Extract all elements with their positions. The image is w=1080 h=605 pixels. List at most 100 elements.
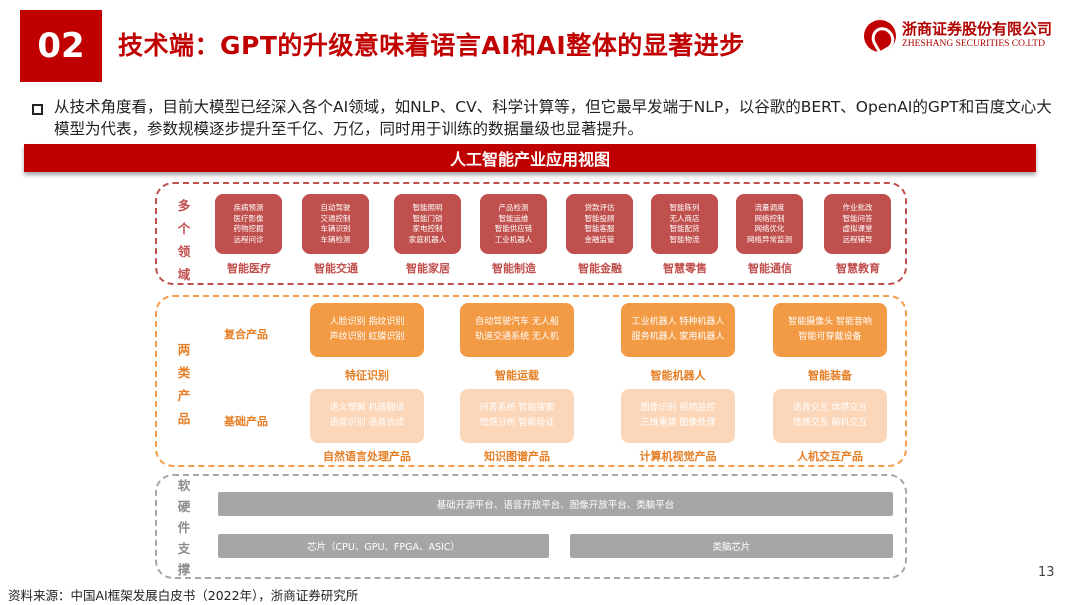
domain-box-line: 网络控制	[754, 213, 785, 223]
composite-product-box: 自动驾驶汽车 无人船轨道交通系统 无人机	[460, 303, 574, 357]
domain-box-line: 车辆识别	[320, 224, 351, 233]
product-box-line: 服务机器人 家用机器人	[631, 332, 725, 342]
domains-section	[155, 182, 907, 285]
domain-box-line: 智能供应链	[494, 224, 533, 233]
basic-products-label: 基础产品	[224, 415, 268, 428]
basic-product-box: 问答系统 智能搜索情感分析 智能验证	[460, 389, 574, 443]
zheshang-logo-icon	[864, 20, 896, 52]
logo-text-cn: 浙商证券股份有限公司	[902, 20, 1053, 38]
composite-products-label: 复合产品	[224, 328, 268, 341]
domain-box: 自动驾驶交通控制车辆识别车辆检测	[302, 194, 369, 254]
product-box-line: 语音识别 语音合成	[329, 418, 405, 428]
domain-label: 智能交通	[314, 262, 358, 275]
domain-box: 产品检测智能运维智能供应链工业机器人	[480, 194, 547, 254]
domain-box: 疾病预测医疗影像药物挖掘远程问诊	[215, 194, 282, 254]
product-box-line: 轨道交通系统 无人机	[475, 332, 559, 342]
company-logo: 浙商证券股份有限公司 ZHESHANG SECURITIES CO.LTD	[862, 16, 1062, 56]
domains-vertical-label: 多个领域	[177, 198, 191, 282]
domain-box-line: 工业机器人	[494, 234, 533, 244]
domain-box-line: 网络异常监测	[747, 234, 792, 244]
slide-number-badge: 02	[20, 10, 102, 82]
domain-box-line: 药物挖掘	[233, 224, 264, 233]
product-box-line: 语音交互 体感交互	[792, 403, 868, 413]
domain-box-line: 车辆检测	[320, 234, 351, 244]
page-number: 13	[1038, 565, 1055, 580]
basic-product-label: 知识图谱产品	[484, 450, 550, 463]
domain-box-line: 医疗影像	[233, 213, 264, 223]
product-box-line: 情感分析 智能验证	[479, 418, 555, 428]
infra-vertical-label: 软硬件支撑	[177, 478, 191, 577]
product-box-line: 图像识别 视频监控	[640, 403, 716, 413]
composite-product-box: 智能摄像头 智能音响智能可穿戴设备	[773, 303, 887, 357]
domain-label: 智能通信	[748, 262, 792, 275]
basic-product-box: 语音交互 体感交互情感交互 脑机交互	[773, 389, 887, 443]
basic-product-label: 自然语言处理产品	[323, 450, 411, 463]
product-box-line: 声纹识别 虹膜识别	[329, 332, 405, 342]
domain-box-line: 智能客服	[584, 224, 615, 233]
domain-box-line: 智能照明	[412, 203, 443, 212]
domain-box-line: 作业批改	[842, 203, 873, 212]
domain-box-line: 网络优化	[754, 224, 785, 233]
domain-box: 智能陈列无人商店智能配货智能物流	[651, 194, 718, 254]
product-box-line: 问答系统 智能搜索	[479, 403, 555, 413]
domain-label: 智能制造	[492, 262, 536, 275]
product-box-line: 语义理解 机器翻译	[329, 403, 405, 413]
domain-box-line: 金融监管	[584, 234, 615, 244]
domain-box-line: 智能投顾	[584, 213, 615, 223]
domain-box: 流量调度网络控制网络优化网络异常监测	[736, 194, 803, 254]
basic-product-box: 图像识别 视频监控三维重建 图像处理	[621, 389, 735, 443]
domain-box-line: 自动驾驶	[320, 203, 351, 212]
infra-section	[155, 474, 907, 579]
domain-box-line: 贷款评估	[584, 203, 615, 212]
domain-box-line: 家庭机器人	[408, 234, 447, 244]
domain-box-line: 无人商店	[669, 213, 700, 223]
domain-label: 智能家居	[406, 262, 450, 275]
domain-box-line: 智能陈列	[669, 203, 700, 212]
domain-label: 智能金融	[578, 262, 622, 275]
brain-chips-bar: 类脑芯片	[570, 534, 893, 558]
domain-box-line: 智能门锁	[412, 213, 443, 223]
composite-product-label: 智能装备	[808, 369, 852, 382]
basic-product-label: 计算机视觉产品	[639, 450, 717, 463]
diagram-banner: 人工智能产业应用视图	[24, 144, 1036, 172]
domain-box-line: 智能配货	[669, 224, 700, 233]
domain-box: 智能照明智能门锁家电控制家庭机器人	[394, 194, 461, 254]
domain-box: 作业批改智能问答虚拟课堂远程辅导	[824, 194, 891, 254]
composite-product-box: 工业机器人 特种机器人服务机器人 家用机器人	[621, 303, 735, 357]
domain-label: 智能医疗	[227, 262, 271, 275]
domain-label: 智慧零售	[663, 262, 707, 275]
product-box-line: 工业机器人 特种机器人	[631, 317, 725, 327]
product-box-line: 智能可穿戴设备	[798, 332, 862, 342]
domain-box-line: 疾病预测	[233, 203, 264, 212]
domain-box-line: 远程辅导	[842, 234, 873, 244]
product-box-line: 情感交互 脑机交互	[792, 418, 868, 428]
product-box-line: 智能摄像头 智能音响	[788, 317, 872, 327]
source-note: 资料来源：中国AI框架发展白皮书（2022年），浙商证券研究所	[8, 588, 359, 603]
chips-bar: 芯片（CPU、GPU、FPGA、ASIC）	[218, 534, 549, 558]
domain-box-line: 交通控制	[320, 213, 351, 223]
products-vertical-label: 两类产品	[177, 342, 191, 426]
domain-box-line: 智能物流	[669, 234, 700, 244]
domain-box-line: 智能问答	[842, 213, 873, 223]
domain-label: 智慧教育	[836, 262, 880, 275]
platforms-bar: 基础开源平台、语音开放平台、图像开放平台、类脑平台	[218, 492, 893, 516]
logo-text-en: ZHESHANG SECURITIES CO.LTD	[902, 39, 1045, 49]
domain-box-line: 远程问诊	[233, 234, 264, 244]
domain-box-line: 家电控制	[412, 224, 443, 233]
composite-product-box: 人脸识别 指纹识别声纹识别 虹膜识别	[310, 303, 424, 357]
domain-box-line: 流量调度	[754, 203, 785, 212]
domain-box: 贷款评估智能投顾智能客服金融监管	[566, 194, 633, 254]
product-box-line: 三维重建 图像处理	[640, 418, 716, 428]
domain-box-line: 智能运维	[498, 213, 529, 223]
domain-box-line: 产品检测	[498, 203, 529, 212]
basic-product-label: 人机交互产品	[797, 450, 863, 463]
page-title: 技术端：GPT的升级意味着语言AI和AI整体的显著进步	[118, 31, 745, 60]
bullet-square-icon	[32, 104, 43, 115]
product-box-line: 自动驾驶汽车 无人船	[475, 317, 559, 327]
intro-paragraph: 从技术角度看，目前大模型已经深入各个AI领域，如NLP、CV、科学计算等，但它最…	[54, 98, 1052, 138]
products-section	[155, 295, 907, 467]
product-box-line: 人脸识别 指纹识别	[329, 317, 405, 327]
basic-product-box: 语义理解 机器翻译语音识别 语音合成	[310, 389, 424, 443]
composite-product-label: 特征识别	[345, 369, 389, 382]
composite-product-label: 智能机器人	[650, 369, 706, 382]
